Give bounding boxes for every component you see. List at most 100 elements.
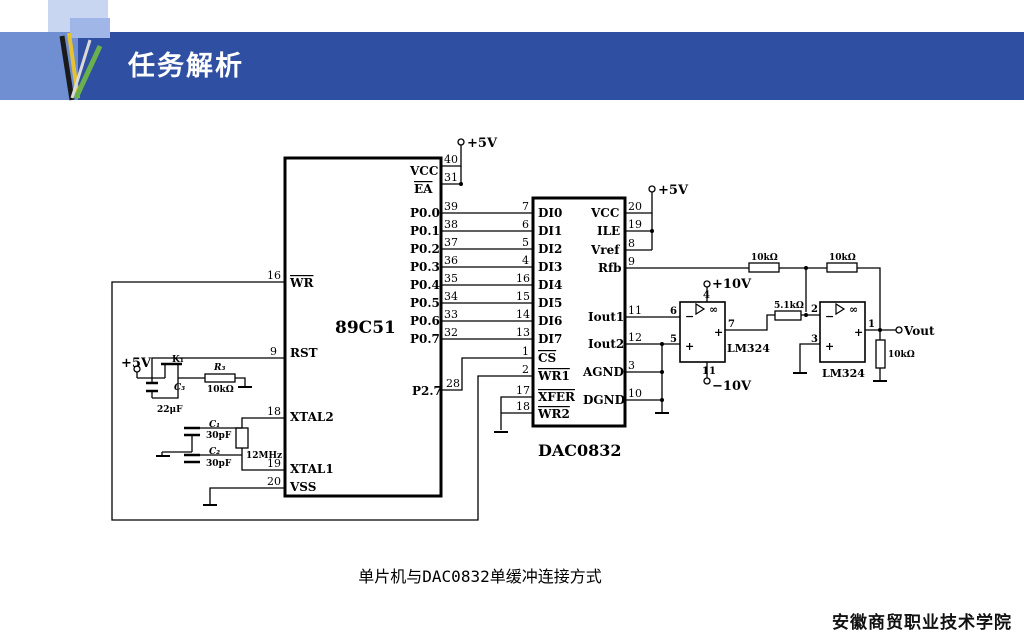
dac-pin-num: 1 bbox=[522, 345, 529, 358]
mcu-pin-label: WR bbox=[289, 276, 314, 290]
dac-pin-label: WR1 bbox=[537, 369, 570, 383]
dac-pin-num: 20 bbox=[628, 200, 642, 213]
resistor-label: R₃ bbox=[213, 363, 225, 373]
resistor-label: 5.1kΩ bbox=[774, 301, 804, 311]
dac-pin-label: DI4 bbox=[538, 278, 562, 292]
mcu-chip bbox=[283, 156, 443, 498]
dac-pin-num: 3 bbox=[628, 359, 635, 372]
mcu-name: 89C51 bbox=[335, 318, 396, 338]
dac-pin-label: VCC bbox=[590, 206, 619, 220]
cap-label: 22μF bbox=[157, 405, 183, 415]
dac-pin-label: ILE bbox=[597, 224, 620, 238]
power-label: +5V bbox=[121, 356, 152, 371]
dac-pin-num: 14 bbox=[516, 308, 530, 321]
dac-pin-label: Iout1 bbox=[588, 310, 624, 324]
mcu-pin-label: P0.4 bbox=[410, 278, 440, 292]
svg-text:∞: ∞ bbox=[709, 303, 718, 316]
opamp-pin: 1 bbox=[868, 319, 875, 330]
mcu-pin-label: P2.7 bbox=[412, 384, 442, 398]
dac-pin-num: 11 bbox=[628, 304, 642, 317]
dac-pin-label: DI1 bbox=[538, 224, 562, 238]
svg-text:+: + bbox=[825, 340, 834, 353]
svg-text:+: + bbox=[685, 340, 694, 353]
svg-text:∞: ∞ bbox=[849, 303, 858, 316]
mcu-pin-num: 34 bbox=[444, 290, 458, 303]
cap-label: C₁ bbox=[209, 420, 220, 430]
mcu-pin-label: XTAL2 bbox=[290, 410, 334, 424]
dac-pin-label: DGND bbox=[583, 393, 625, 407]
dac-pin-label: WR2 bbox=[537, 407, 570, 421]
dac-pin-label: DI5 bbox=[538, 296, 562, 310]
dac-pin-label: Rfb bbox=[598, 261, 622, 275]
mcu-pin-label: P0.7 bbox=[410, 332, 440, 346]
mcu-pin-num: 16 bbox=[267, 269, 281, 282]
resistor-label: 10kΩ bbox=[829, 253, 856, 263]
header-band bbox=[0, 32, 1024, 100]
dac-pin-label: XFER bbox=[538, 390, 576, 404]
dac-pin-num: 19 bbox=[628, 218, 642, 231]
mcu-pin-num: 38 bbox=[444, 218, 458, 231]
vout-label: Vout bbox=[903, 324, 935, 338]
opamp-pin: 7 bbox=[728, 319, 735, 330]
dac-pin-num: 16 bbox=[516, 272, 530, 285]
mcu-pin-label: XTAL1 bbox=[290, 462, 334, 476]
mcu-pin-num: 36 bbox=[444, 254, 458, 267]
mcu-pin-num: 28 bbox=[446, 377, 460, 390]
dac-pin-num: 9 bbox=[628, 255, 635, 268]
dac-pin-label: Vref bbox=[590, 243, 620, 257]
mcu-pin-label: P0.2 bbox=[410, 242, 440, 256]
pencil-logo-icon bbox=[59, 32, 103, 101]
header-deco-square-small bbox=[70, 18, 110, 38]
mcu-pin-num: 37 bbox=[444, 236, 458, 249]
resistor-label: 10kΩ bbox=[888, 350, 915, 360]
dac-pin-num: 15 bbox=[516, 290, 530, 303]
cap-label: C₂ bbox=[209, 447, 220, 457]
dac-name: DAC0832 bbox=[538, 441, 622, 460]
power-label: +5V bbox=[658, 183, 689, 198]
resistor-label: 10kΩ bbox=[751, 253, 778, 263]
opamp-label: LM324 bbox=[822, 367, 865, 380]
mcu-pin-num: 32 bbox=[444, 326, 458, 339]
mcu-pin-label: P0.1 bbox=[410, 224, 440, 238]
mcu-pin-label: P0.6 bbox=[410, 314, 440, 328]
cap-label: 30pF bbox=[206, 459, 232, 469]
dac-pin-num: 10 bbox=[628, 387, 642, 400]
dac-pin-label: Iout2 bbox=[588, 337, 624, 351]
mcu-pin-num: 9 bbox=[270, 345, 277, 358]
dac-pin-num: 17 bbox=[516, 384, 530, 397]
dac-pin-label: DI0 bbox=[538, 206, 562, 220]
dac-chip bbox=[531, 196, 627, 428]
opamp-pin: 6 bbox=[670, 306, 677, 317]
opamp-pin: 5 bbox=[670, 334, 677, 345]
figure-caption: 单片机与DAC0832单缓冲连接方式 bbox=[358, 567, 602, 586]
mcu-pin-num: 20 bbox=[267, 475, 281, 488]
power-label: −10V bbox=[712, 379, 752, 394]
mcu-pin-label: VSS bbox=[289, 480, 316, 494]
opamp-label: LM324 bbox=[727, 342, 770, 355]
resistor-label: 10kΩ bbox=[207, 385, 234, 395]
page-title: 任务解析 bbox=[128, 51, 244, 82]
dac-pin-num: 4 bbox=[522, 254, 529, 267]
power-label: +10V bbox=[712, 277, 752, 292]
mcu-pin-num: 35 bbox=[444, 272, 458, 285]
mcu-pin-label: VCC bbox=[409, 164, 438, 178]
dac-pin-label: AGND bbox=[582, 365, 624, 379]
dac-pin-num: 13 bbox=[516, 326, 530, 339]
mcu-pin-num: 39 bbox=[444, 200, 458, 213]
mcu-pin-num: 33 bbox=[444, 308, 458, 321]
dac-pin-num: 18 bbox=[516, 400, 530, 413]
mcu-pin-num: 19 bbox=[267, 457, 281, 470]
dac-pin-num: 7 bbox=[522, 200, 529, 213]
opamp-pin: 4 bbox=[703, 290, 710, 301]
dac-pin-num: 2 bbox=[522, 363, 529, 376]
dac-pin-num: 12 bbox=[628, 331, 642, 344]
opamp-pin: 11 bbox=[702, 366, 716, 377]
school-name: 安徽商贸职业技术学院 bbox=[832, 613, 1012, 633]
svg-text:−: − bbox=[825, 310, 834, 323]
opamp-pin: 2 bbox=[811, 304, 818, 315]
dac-pin-num: 6 bbox=[522, 218, 529, 231]
dac-pin-label: DI2 bbox=[538, 242, 562, 256]
cap-label: 30pF bbox=[206, 431, 232, 441]
mcu-pin-label: P0.3 bbox=[410, 260, 440, 274]
